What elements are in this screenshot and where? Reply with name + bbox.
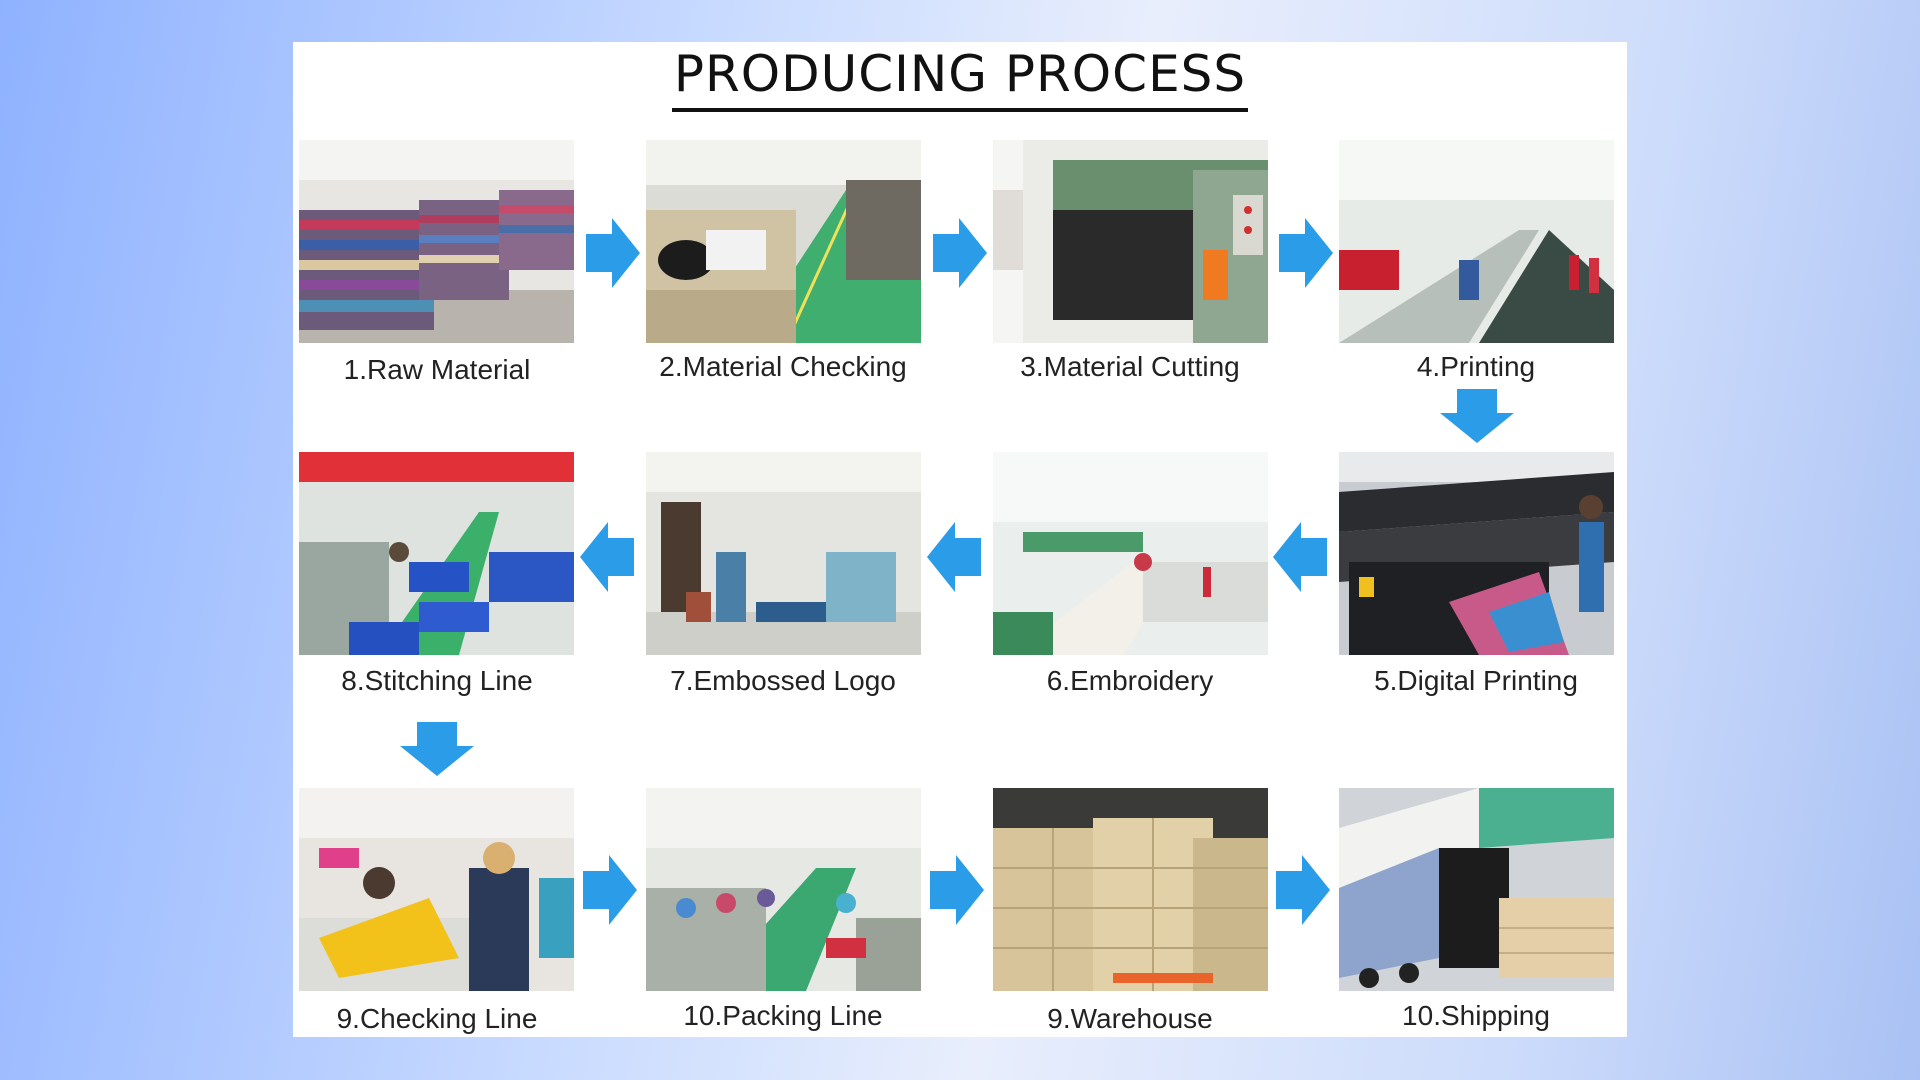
step-printing-photo	[1339, 140, 1614, 343]
step-label: 10.Packing Line	[683, 1000, 883, 1031]
step-label: 4.Printing	[1416, 351, 1536, 382]
step-label: 9.Warehouse	[1047, 1003, 1213, 1034]
step-label: 7.Embossed Logo	[670, 665, 896, 696]
step-digital-printing-photo	[1339, 452, 1614, 655]
step-label: 3.Material Cutting	[1020, 351, 1240, 382]
step-checking-line-photo	[299, 788, 574, 991]
step-label: 5.Digital Printing	[1374, 665, 1578, 696]
arrow-right-icon	[1276, 855, 1330, 925]
arrow-right-icon	[933, 218, 987, 288]
arrow-right-icon	[930, 855, 984, 925]
step-label: 1.Raw Material	[343, 354, 531, 385]
arrow-down-icon	[1440, 389, 1514, 443]
arrow-right-icon	[586, 218, 640, 288]
arrow-right-icon	[583, 855, 637, 925]
step-stitching-line-photo	[299, 452, 574, 655]
arrow-left-icon	[927, 522, 981, 592]
step-embroidery-photo	[993, 452, 1268, 655]
step-embossed-logo-photo	[646, 452, 921, 655]
page-title: PRODUCING PROCESS	[293, 44, 1627, 112]
step-shipping-photo	[1339, 788, 1614, 991]
step-warehouse-photo	[993, 788, 1268, 991]
arrow-left-icon	[580, 522, 634, 592]
process-panel: PRODUCING PROCESS 1.Raw Material	[293, 42, 1627, 1037]
step-material-cutting-photo	[993, 140, 1268, 343]
step-label: 10.Shipping	[1402, 1000, 1550, 1031]
arrow-right-icon	[1279, 218, 1333, 288]
arrow-left-icon	[1273, 522, 1327, 592]
step-label: 2.Material Checking	[659, 351, 907, 382]
step-label: 8.Stitching Line	[341, 665, 533, 696]
step-packing-line-photo	[646, 788, 921, 991]
arrow-down-icon	[400, 722, 474, 776]
step-label: 9.Checking Line	[336, 1003, 538, 1034]
step-label: 6.Embroidery	[1046, 665, 1214, 696]
step-raw-material-photo	[299, 140, 574, 343]
step-material-checking-photo	[646, 140, 921, 343]
